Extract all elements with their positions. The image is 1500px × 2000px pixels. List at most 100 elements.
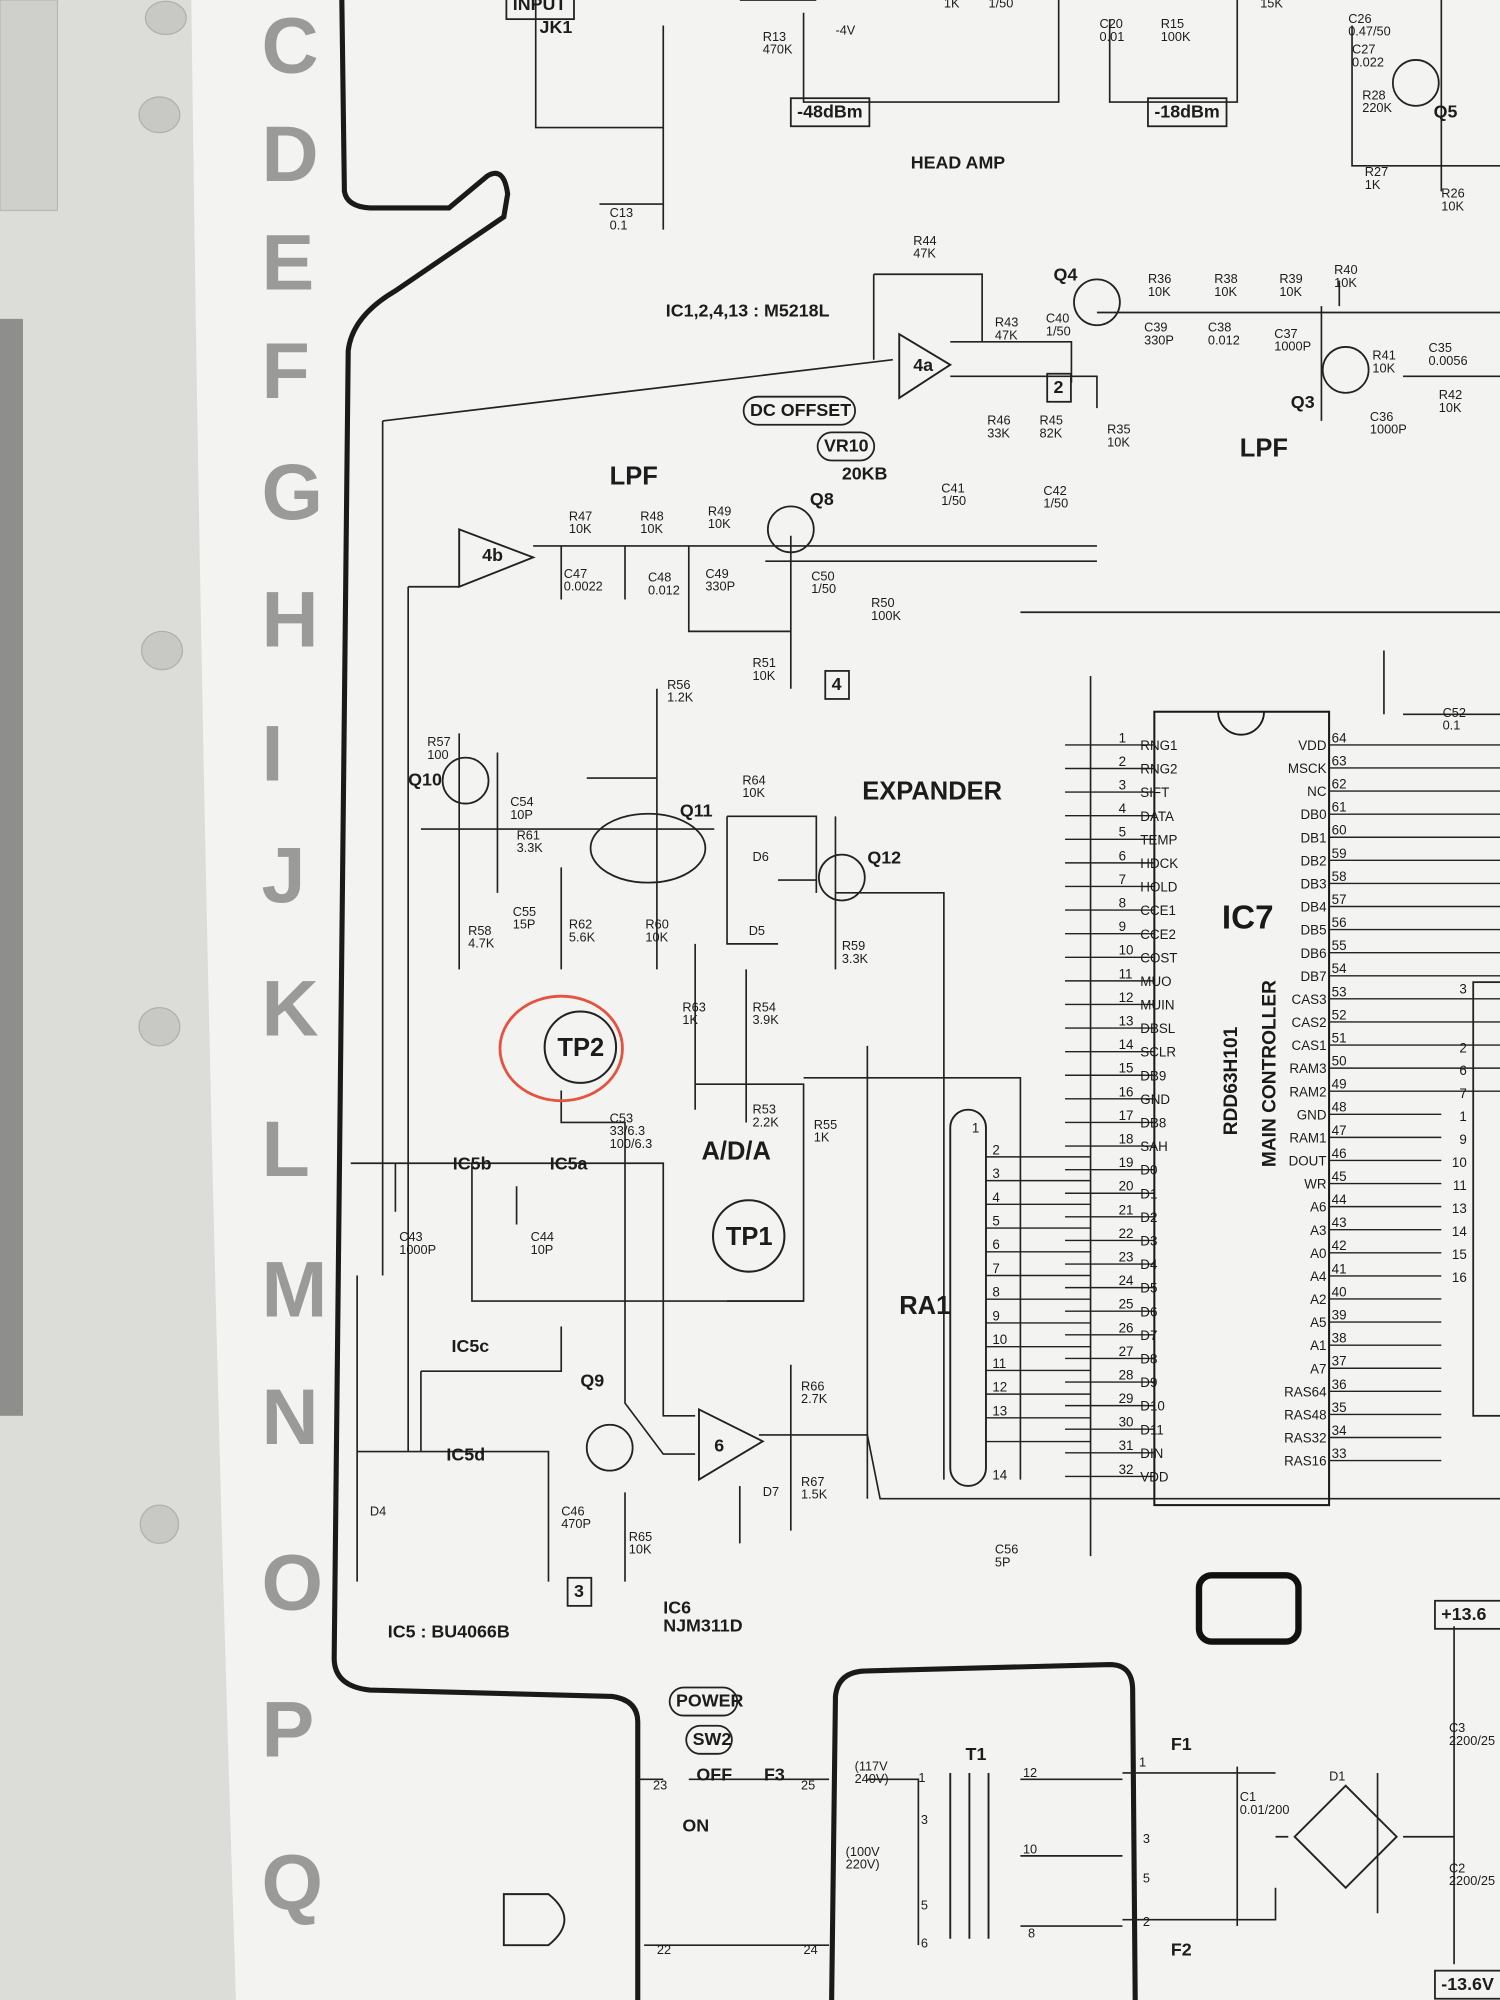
label-ic5a: IC5a — [550, 1154, 589, 1174]
label-line: 2.7K — [801, 1391, 828, 1406]
label-ic5d: IC5d — [446, 1444, 485, 1464]
svg-text:8: 8 — [1028, 1925, 1035, 1940]
label-line: T1 — [966, 1744, 987, 1764]
pin-signal: MSCK — [1288, 761, 1327, 776]
label-line: INPUT — [513, 0, 567, 14]
pin-number: 23 — [1119, 1249, 1134, 1264]
label-line: R15 — [1161, 16, 1184, 31]
label-jk1: JK1 — [540, 17, 573, 37]
svg-text:20KB: 20KB — [842, 464, 888, 484]
svg-text:24: 24 — [804, 1942, 818, 1957]
label-25: 25 — [801, 1778, 815, 1793]
label-line: C26 — [1348, 11, 1371, 26]
label-line: 470P — [561, 1516, 591, 1531]
ram-pin-number: 2 — [1459, 1040, 1466, 1055]
label-line: NJM311D — [663, 1615, 742, 1635]
svg-text:3: 3 — [1143, 1831, 1150, 1846]
ra1-pin-number: 14 — [992, 1468, 1007, 1483]
label-line: 23 — [653, 1778, 667, 1793]
svg-text:3: 3 — [921, 1812, 928, 1827]
label-sw2: SW2 — [685, 1724, 733, 1755]
pin-signal: DIN — [1140, 1446, 1163, 1461]
label-line: R40 — [1334, 262, 1357, 277]
label-line: Q8 — [810, 489, 834, 509]
label-line: EXPANDER — [862, 778, 1002, 806]
pin-signal: RNG2 — [1140, 762, 1177, 777]
label-input: INPUT — [505, 0, 575, 21]
label-line: C38 — [1208, 320, 1231, 335]
label-1-50: 1/50 — [989, 0, 1014, 11]
pin-number: 47 — [1332, 1123, 1347, 1138]
label-line: -4V — [835, 22, 855, 37]
ram-pin-number: 7 — [1459, 1086, 1466, 1101]
svg-text:Q4: Q4 — [1054, 265, 1078, 285]
svg-text:IC5d: IC5d — [446, 1444, 485, 1464]
label-line: VR10 — [824, 436, 869, 456]
pin-number: 20 — [1119, 1179, 1134, 1194]
ram-pin-number: 11 — [1453, 1178, 1467, 1193]
label-q12: Q12 — [867, 848, 901, 868]
label-line: C53 — [610, 1110, 633, 1125]
label-line: 3.3K — [517, 840, 544, 855]
label-q11: Q11 — [680, 800, 713, 820]
label-pill — [742, 395, 856, 426]
label-line: R50 — [871, 595, 894, 610]
svg-text:D6: D6 — [753, 849, 769, 864]
label-line: R61 — [517, 827, 540, 842]
grid-letter-n: N — [261, 1372, 318, 1461]
pin-number: 28 — [1119, 1367, 1134, 1382]
pin-signal: CAS2 — [1292, 1015, 1327, 1030]
grid-letter-g: G — [261, 447, 323, 536]
ic7-part-number: RDD63H101 — [1221, 1026, 1242, 1135]
transformer-t1 — [949, 1772, 990, 1939]
label-line: 10P — [510, 807, 533, 822]
svg-text:-48dBm: -48dBm — [797, 101, 862, 121]
label-line: R43 — [995, 315, 1018, 330]
pin-signal: A1 — [1310, 1338, 1326, 1353]
svg-text:VR10: VR10 — [824, 436, 869, 456]
pin-signal: HOLD — [1140, 880, 1178, 895]
opamp-4a-symbol — [898, 332, 953, 400]
label-line: 6 — [714, 1436, 724, 1456]
label-line: 0.0022 — [564, 579, 603, 594]
pin-number: 64 — [1332, 730, 1347, 745]
label-line: R58 — [468, 923, 491, 938]
pin-signal: CCE2 — [1140, 927, 1176, 942]
label-line: C54 — [510, 794, 533, 809]
ram-pin-number: 1 — [1459, 1109, 1466, 1124]
svg-text:Q10: Q10 — [408, 770, 442, 790]
label-5: 5 — [1143, 1871, 1150, 1886]
label-line: SW2 — [693, 1729, 732, 1749]
label-box — [1434, 1599, 1500, 1630]
svg-text:1/50: 1/50 — [989, 0, 1014, 11]
label-line: C13 — [610, 205, 633, 220]
label-line: IC5a — [550, 1154, 589, 1174]
pin-number: 49 — [1332, 1077, 1347, 1092]
